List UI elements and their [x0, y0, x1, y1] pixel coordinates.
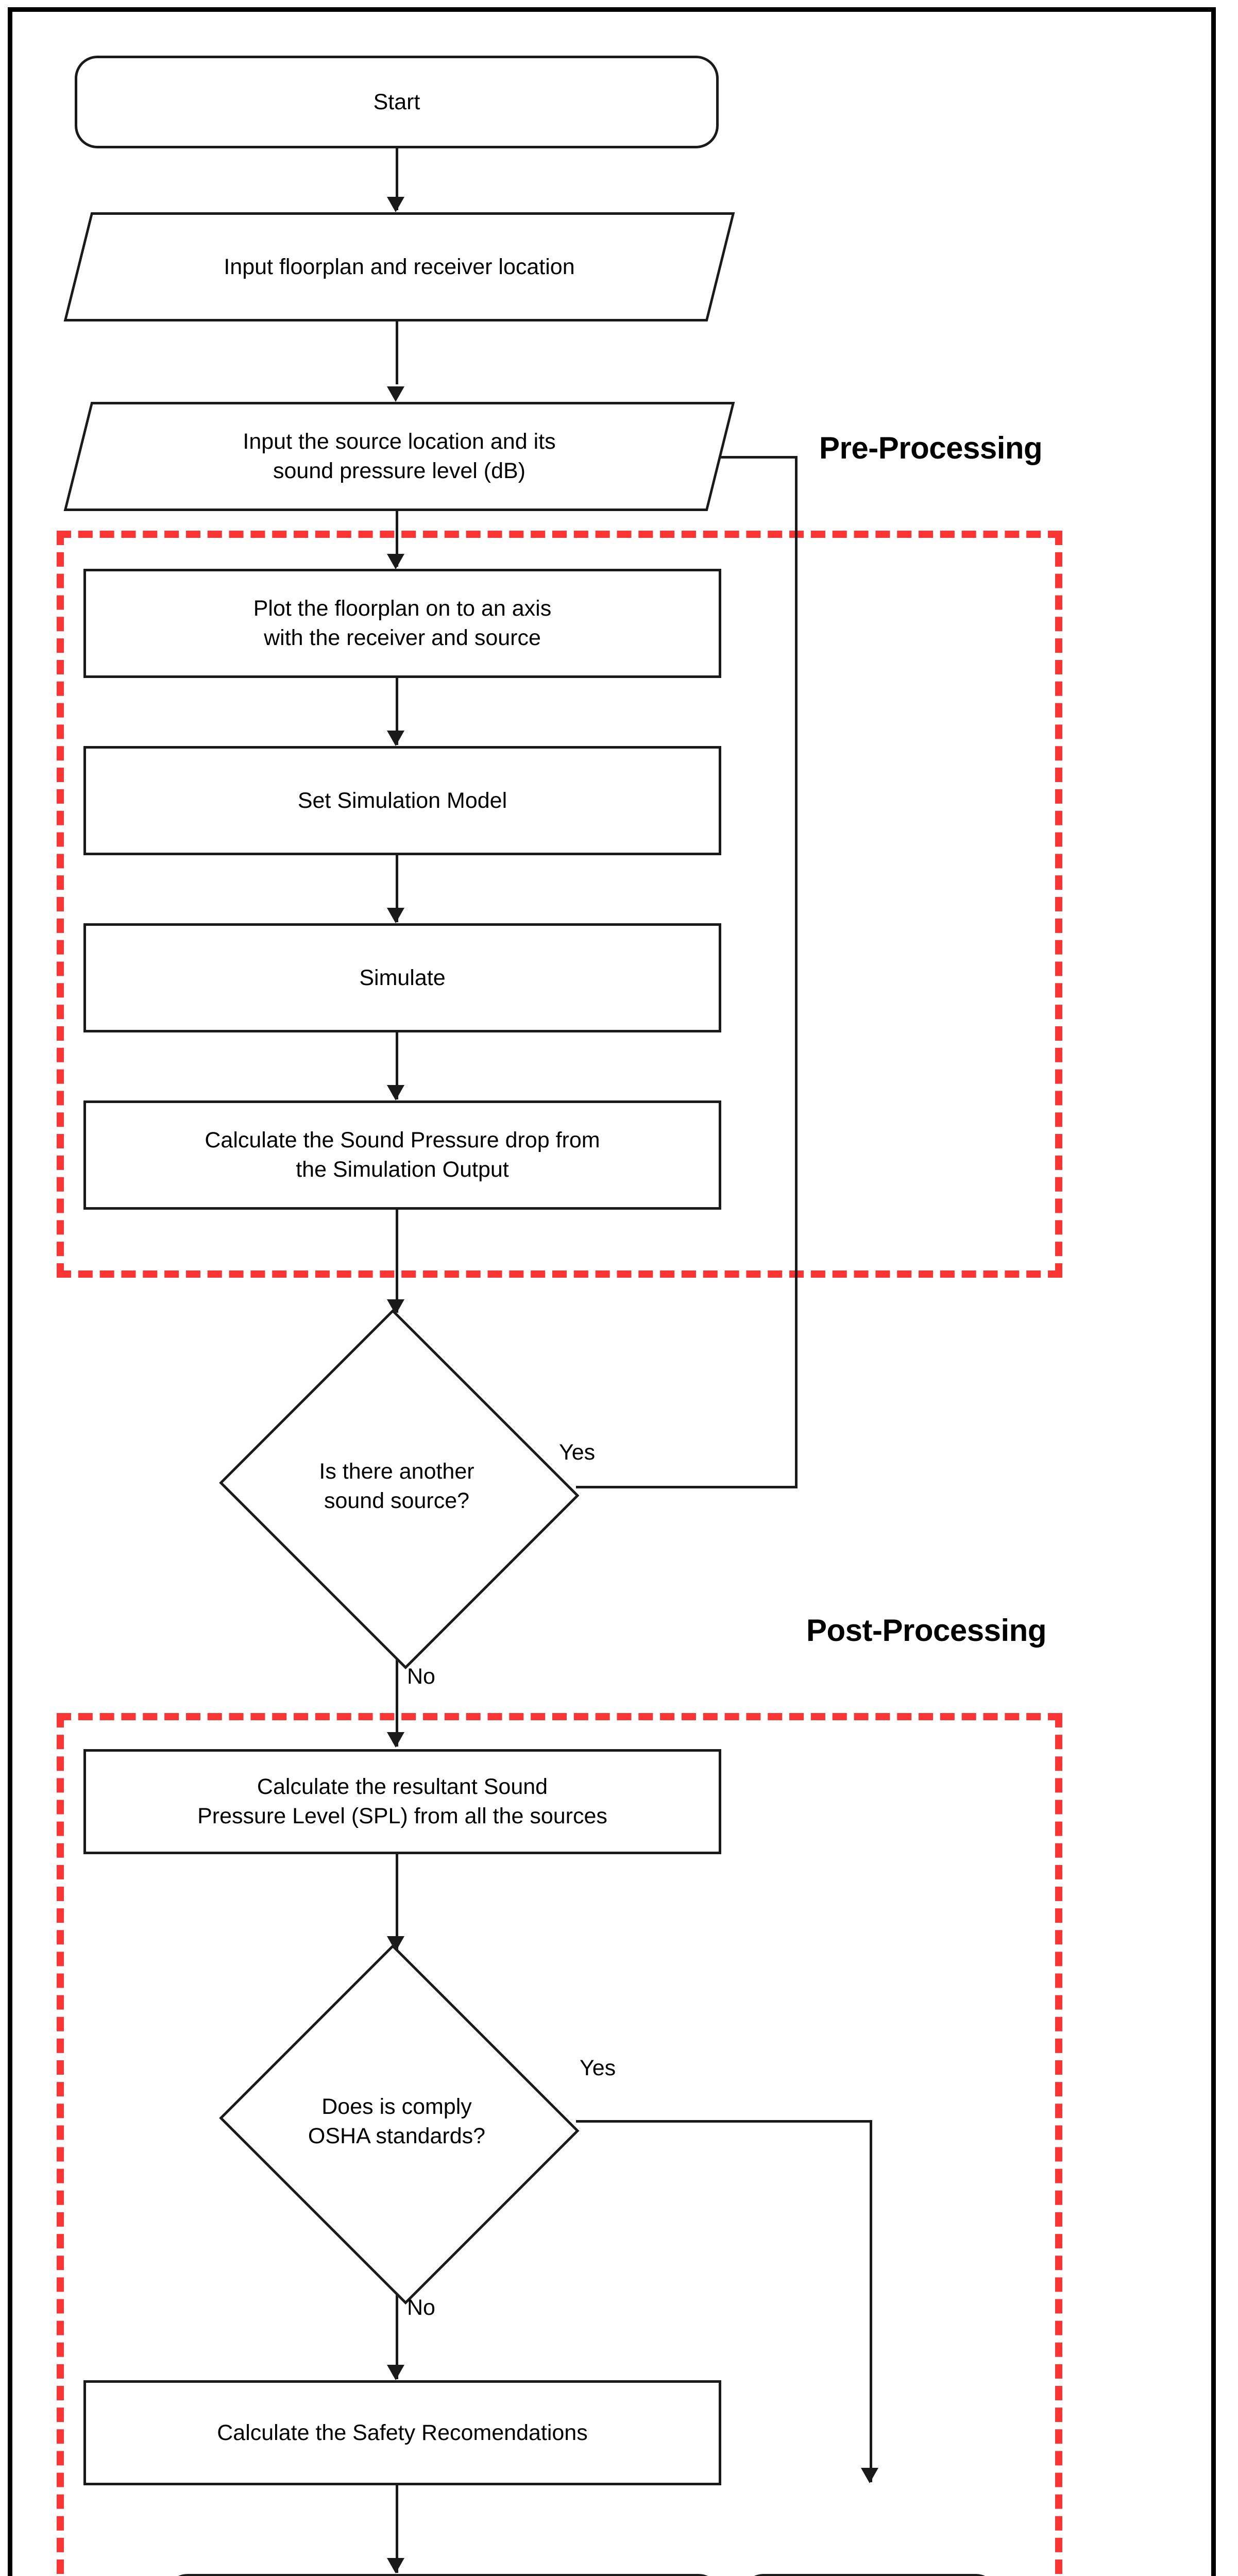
node-calculate-safety-recommendations[interactable]: Calculate the Safety Recomendations: [83, 2380, 721, 2485]
edge-label-decision2-no: No: [407, 2295, 435, 2320]
node-decision-osha-label: Does is comply OSHA standards?: [308, 2094, 486, 2148]
connector-input1-to-input2: [396, 321, 398, 384]
node-decision-another-source-label: Is there another sound source?: [319, 1459, 474, 1513]
arrowhead-simulate: [387, 908, 404, 923]
pre-processing-region: [57, 531, 1062, 1278]
node-input-source-label: Input the source location and its sound …: [243, 429, 556, 483]
connector-decision2-yes-horizontal: [576, 2120, 872, 2123]
connector-decision2-no: [396, 2292, 398, 2379]
node-decision-another-source[interactable]: Is there another sound source?: [214, 1309, 580, 1669]
connector-calcspl-to-decision2: [396, 1854, 398, 1950]
connector-decision2-yes-vertical: [870, 2120, 872, 2482]
connector-input2-to-plot: [396, 511, 398, 567]
arrowhead-plot: [387, 554, 404, 569]
connector-decision1-yes-horizontal: [576, 1486, 798, 1488]
arrowhead-input2: [387, 386, 404, 402]
connector-decision1-feedback-horizontal: [715, 456, 796, 459]
connector-start-to-input1: [396, 148, 398, 210]
node-calculate-pressure-drop-label: Calculate the Sound Pressure drop from t…: [205, 1128, 600, 1182]
connector-calcsafety-to-display: [396, 2485, 398, 2573]
diagram-outer-frame: [8, 7, 1216, 2576]
node-simulate[interactable]: Simulate: [83, 923, 721, 1032]
node-set-simulation-model-label: Set Simulation Model: [297, 788, 507, 813]
arrowhead-calcspl: [387, 1732, 404, 1748]
node-decision-osha[interactable]: Does is comply OSHA standards?: [214, 1944, 580, 2304]
node-calculate-spl[interactable]: Calculate the resultant Sound Pressure L…: [83, 1749, 721, 1854]
edge-label-decision1-no: No: [407, 1664, 435, 1689]
arrowhead-setmodel: [387, 731, 404, 746]
node-calculate-safety-recommendations-label: Calculate the Safety Recomendations: [217, 2420, 588, 2445]
arrowhead-input1: [387, 197, 404, 212]
connector-calcdrop-to-decision1: [396, 1210, 398, 1313]
arrowhead-pass: [861, 2468, 878, 2483]
node-simulate-label: Simulate: [359, 965, 446, 990]
post-processing-label: Post-Processing: [806, 1613, 1046, 1648]
connector-decision1-yes-vertical: [795, 456, 798, 1487]
node-plot-floorplan-label: Plot the floorplan on to an axis with th…: [253, 596, 552, 650]
edge-label-decision1-yes: Yes: [559, 1440, 596, 1465]
pre-processing-label: Pre-Processing: [819, 431, 1043, 465]
node-set-simulation-model[interactable]: Set Simulation Model: [83, 746, 721, 855]
connector-decision1-no: [396, 1656, 398, 1747]
connector-plot-to-setmodel: [396, 678, 398, 745]
node-plot-floorplan[interactable]: Plot the floorplan on to an axis with th…: [83, 569, 721, 678]
edge-label-decision2-yes: Yes: [580, 2056, 616, 2080]
arrowhead-calcdrop: [387, 1085, 404, 1100]
node-calculate-pressure-drop[interactable]: Calculate the Sound Pressure drop from t…: [83, 1100, 721, 1210]
post-processing-region: [57, 1713, 1062, 2576]
node-input-floorplan-label: Input floorplan and receiver location: [224, 254, 575, 279]
node-input-source[interactable]: Input the source location and its sound …: [63, 402, 735, 511]
arrowhead-display-safety: [387, 2558, 404, 2573]
arrowhead-calcsafety: [387, 2365, 404, 2380]
connector-simulate-to-calcdrop: [396, 1032, 398, 1099]
node-start-label: Start: [373, 89, 420, 114]
node-calculate-spl-label: Calculate the resultant Sound Pressure L…: [197, 1774, 607, 1828]
node-start[interactable]: Start: [75, 56, 719, 148]
node-input-floorplan[interactable]: Input floorplan and receiver location: [63, 212, 735, 321]
node-display-safety-recommendations[interactable]: Display Safety Recomendations: [165, 2574, 721, 2576]
connector-setmodel-to-simulate: [396, 855, 398, 922]
node-pass[interactable]: Pass: [741, 2574, 998, 2576]
